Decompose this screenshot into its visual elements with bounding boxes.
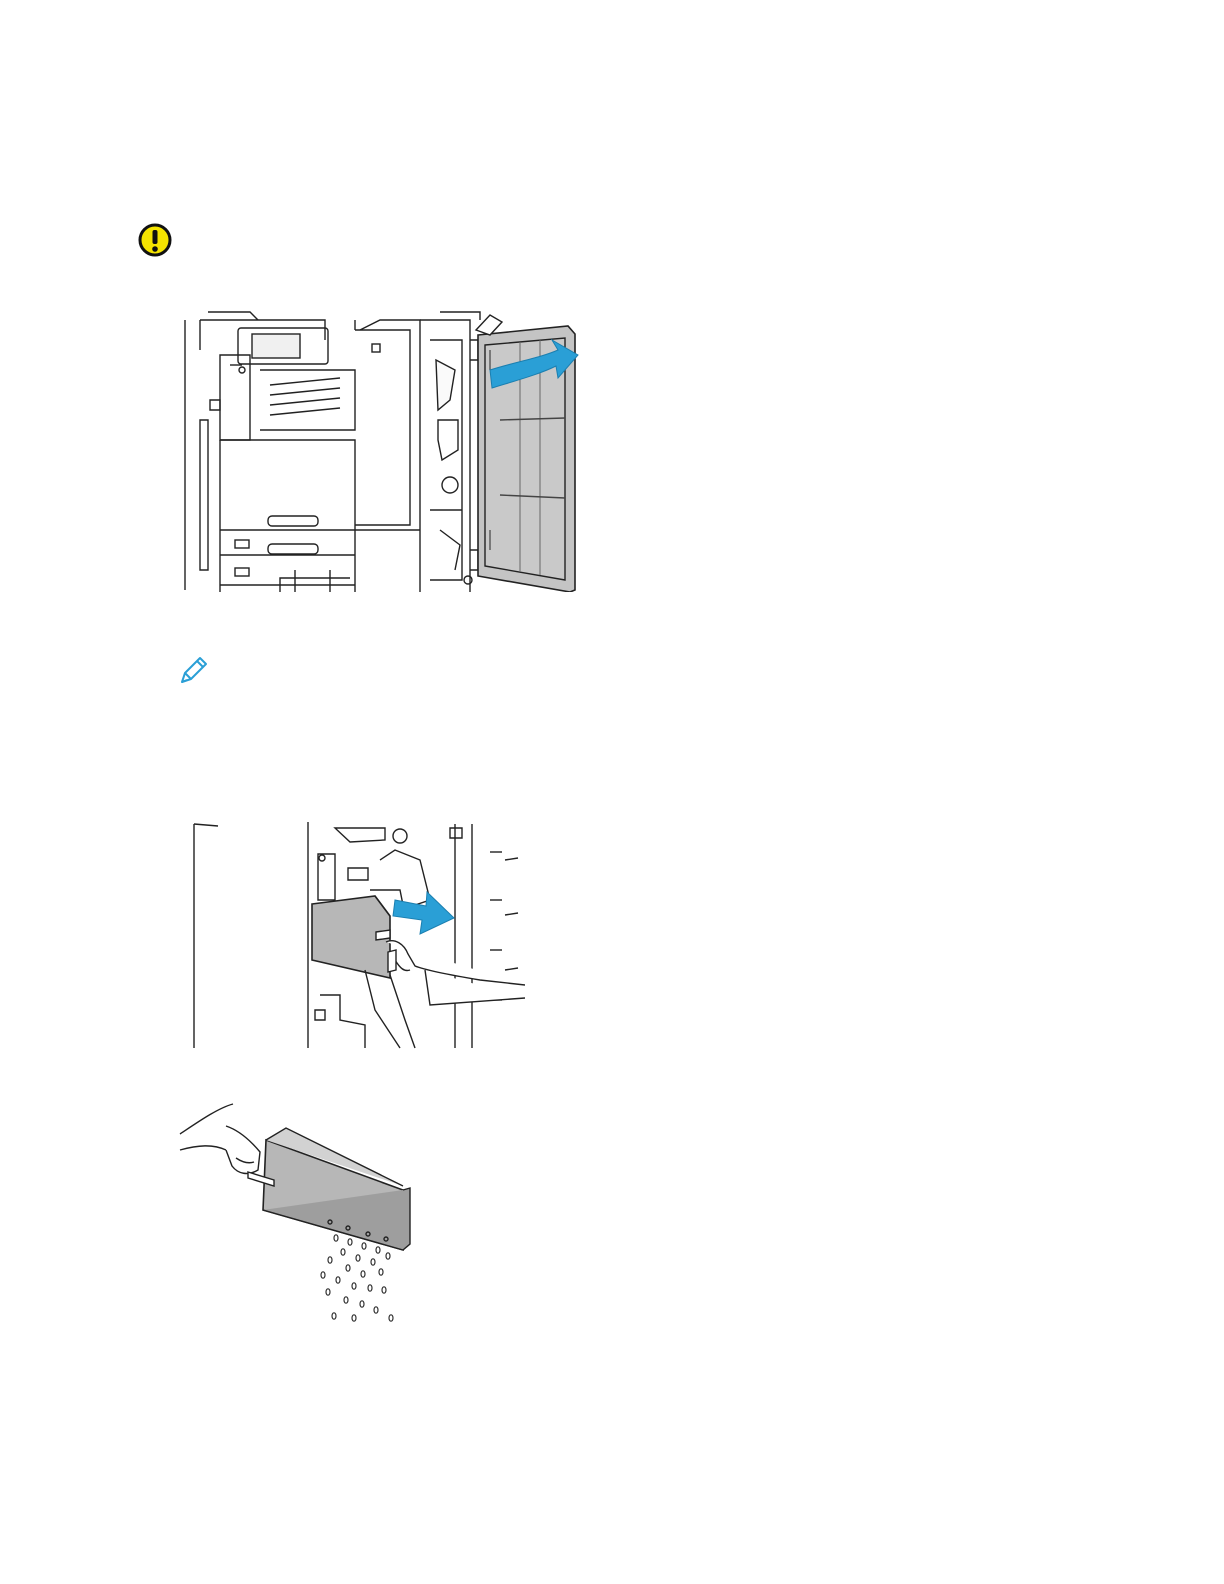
finisher-front-door-open	[180, 300, 580, 592]
punch-waste-emptying	[178, 1100, 413, 1325]
pencil-note-icon	[178, 654, 210, 686]
punch-waste-container-removal	[190, 820, 525, 1050]
caution-icon	[137, 222, 173, 258]
